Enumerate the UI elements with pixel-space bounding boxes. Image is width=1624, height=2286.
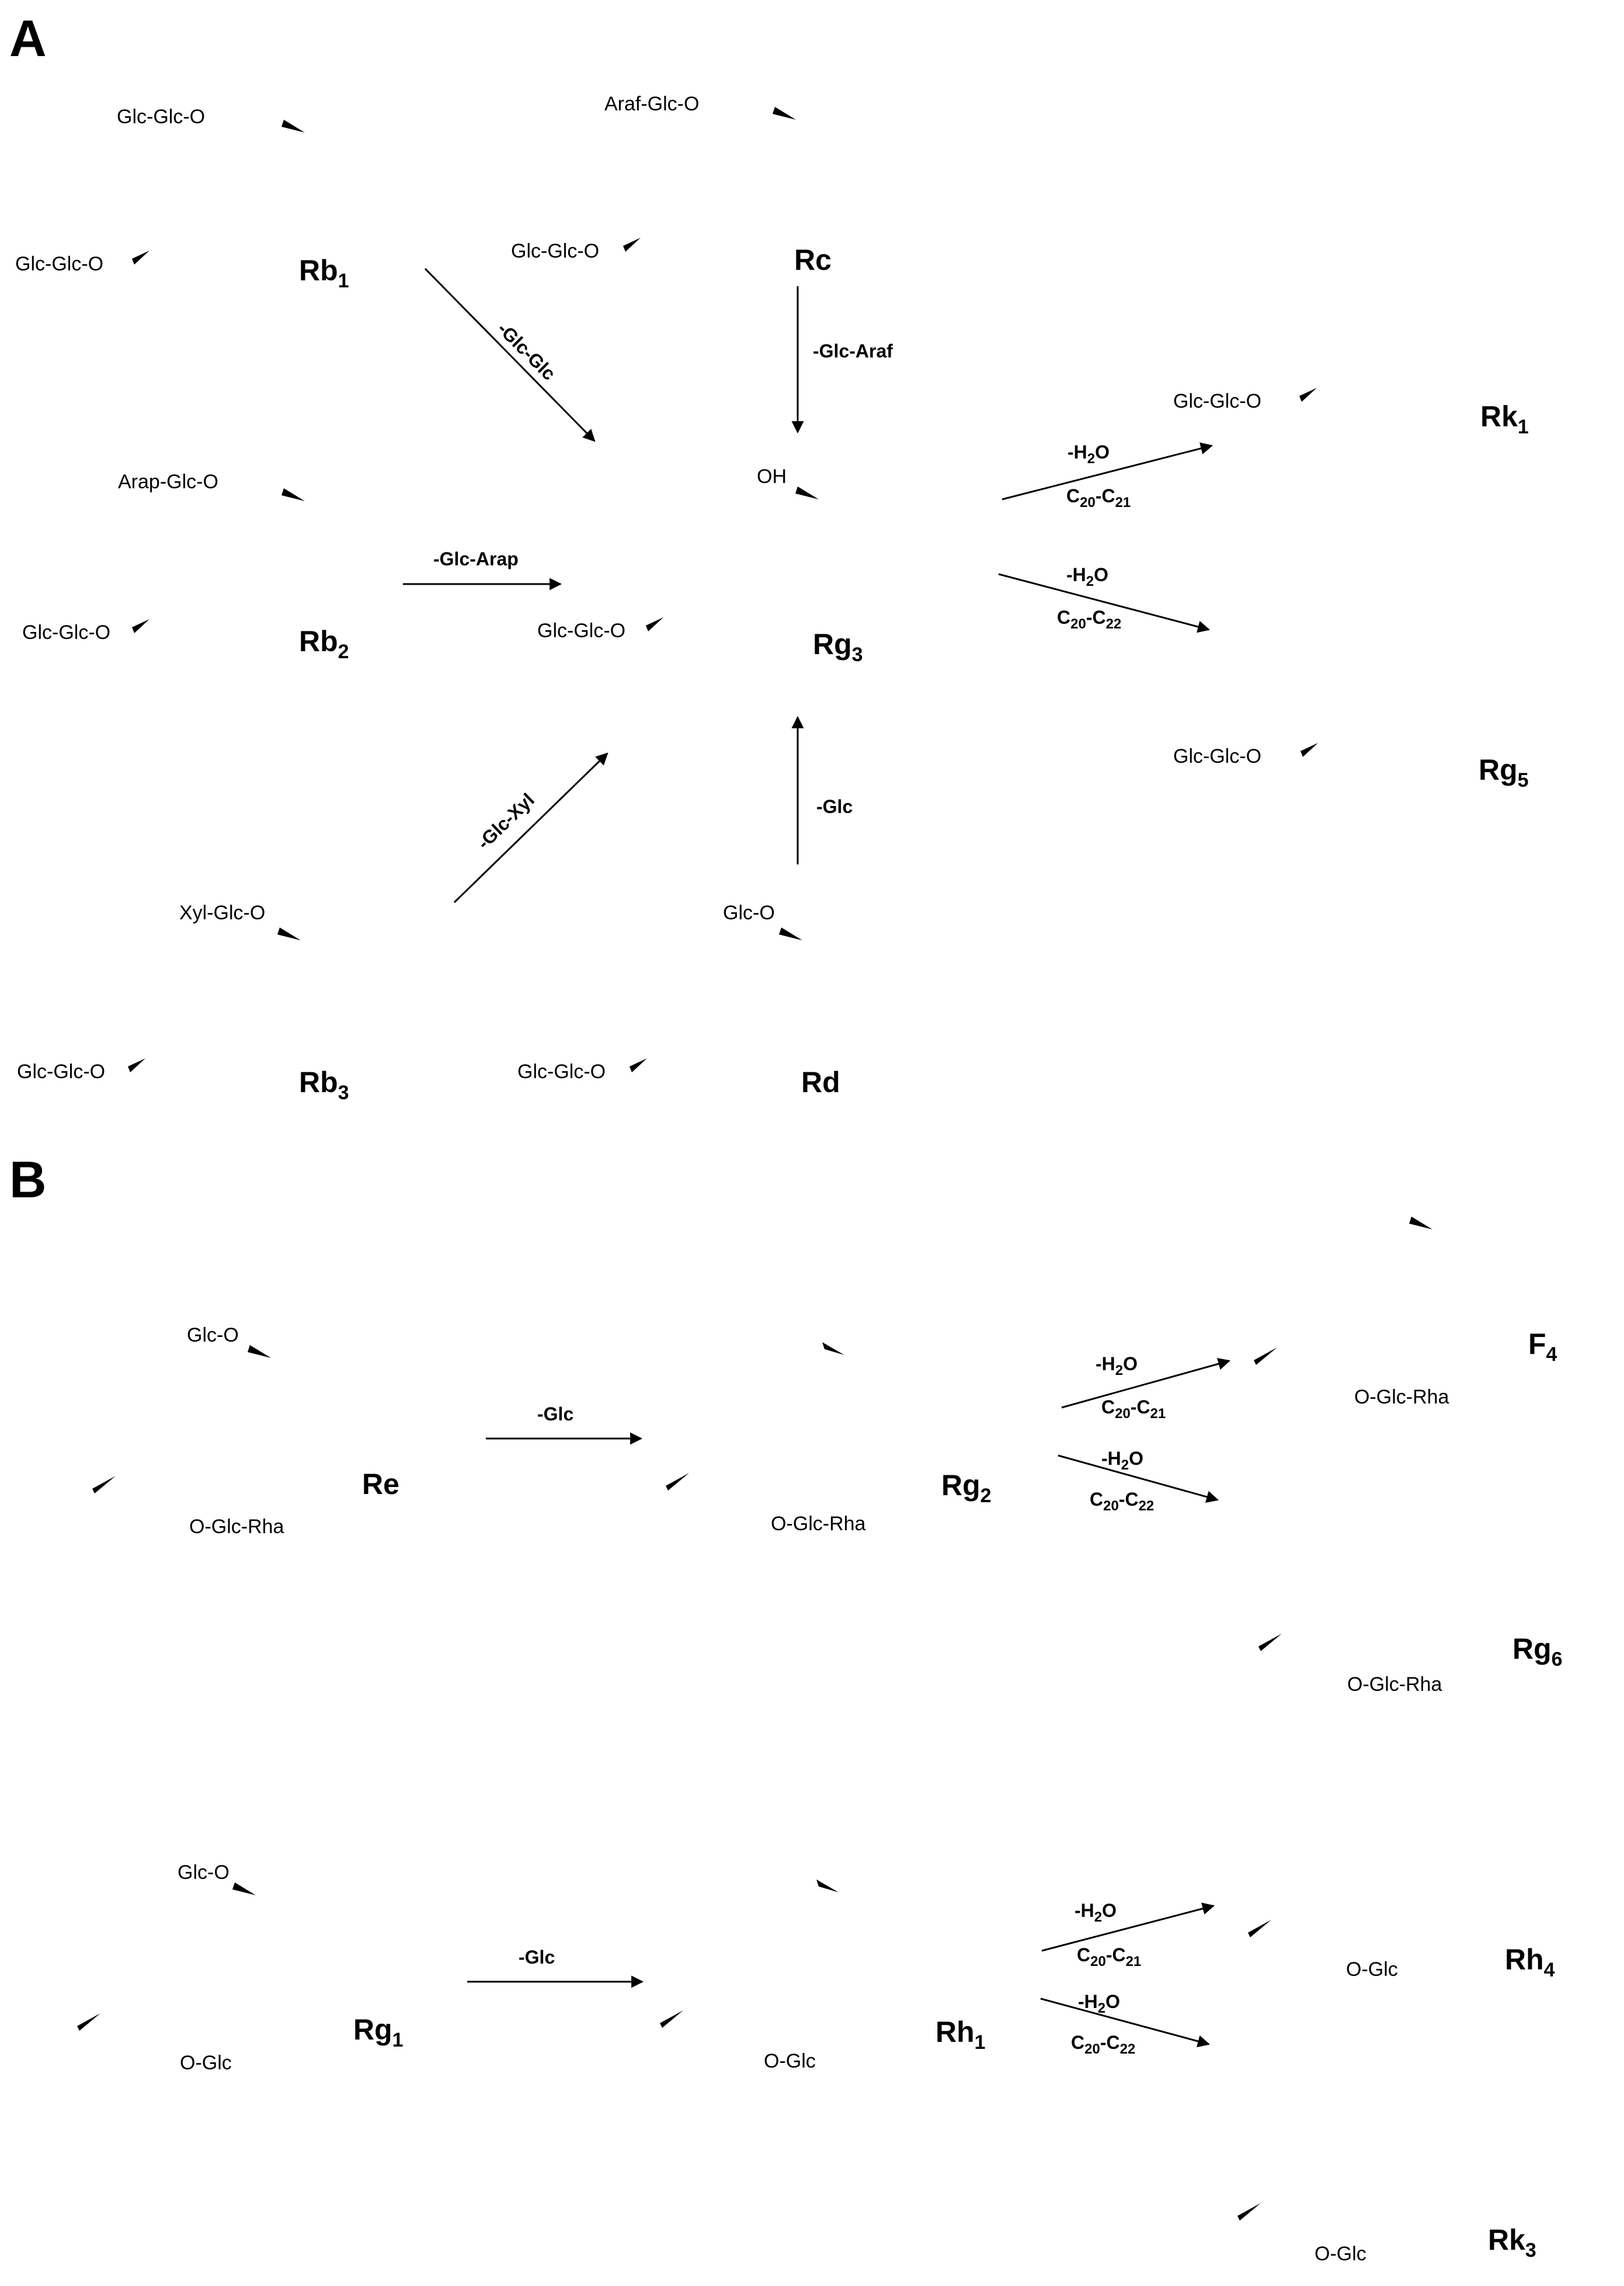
compound-label-rb1: Rb1	[299, 254, 349, 292]
reaction-label-re-rg2: -Glc	[537, 1403, 573, 1425]
compound-rc: Araf-Glc-O Glc-Glc-O	[511, 93, 919, 277]
rb2-top-group: Arap-Glc-O	[118, 471, 218, 493]
compound-label-rg2: Rg2	[941, 1469, 992, 1507]
rg1-c6-group: O-Glc	[180, 2052, 232, 2074]
reaction-label-rb3-rg3: -Glc-Xyl	[473, 789, 538, 853]
rc-top-group: Araf-Glc-O	[604, 93, 699, 115]
reaction-label-rg2-rg6-water: -H2O	[1101, 1448, 1143, 1473]
reaction-label-rd-rg3: -Glc	[816, 796, 853, 817]
rb3-top-group: Xyl-Glc-O	[179, 902, 265, 924]
reaction-label-rg3-rg5-water: -H2O	[1066, 564, 1108, 589]
compound-label-rh1: Rh1	[936, 2016, 986, 2054]
compound-label-rb2: Rb2	[299, 625, 349, 663]
rg1-top-group: Glc-O	[178, 1861, 229, 1884]
reaction-label-rb2-rg3: -Glc-Arap	[433, 548, 519, 569]
compound-f4: O-Glc-Rha	[1254, 1205, 1555, 1408]
compound-label-rg5: Rg5	[1479, 753, 1529, 791]
reaction-label-rg3-rk1-bond: C20-C21	[1066, 485, 1131, 510]
arrow-rh1-rh4	[1041, 1902, 1215, 1952]
reaction-label-rg1-rh1: -Glc	[519, 1947, 555, 1968]
arrow-rg3-rg5	[998, 573, 1211, 633]
compound-rh1: O-Glc	[660, 1865, 961, 2072]
compound-label-rk1: Rk1	[1480, 400, 1529, 438]
compound-rg5: Glc-Glc-O	[1173, 610, 1590, 783]
compound-label-rg6: Rg6	[1512, 1632, 1563, 1670]
rk3-c6-group: O-Glc	[1314, 2243, 1366, 2265]
reaction-label-rb1-rg3: -Glc-Glc	[493, 318, 559, 384]
rh1-c6-group: O-Glc	[764, 2050, 816, 2072]
compound-rh4: O-Glc	[1248, 1787, 1543, 1981]
rb1-c3-group: Glc-Glc-O	[15, 253, 103, 275]
compound-rk1: Glc-Glc-O	[1173, 243, 1595, 428]
reaction-label-rc-rg3: -Glc-Araf	[813, 341, 893, 362]
rg6-c6-group: O-Glc-Rha	[1347, 1673, 1442, 1696]
f4-c6-group: O-Glc-Rha	[1354, 1386, 1449, 1408]
compound-label-rd: Rd	[801, 1066, 840, 1099]
compound-rg2: O-Glc-Rha	[666, 1328, 967, 1535]
compound-label-rg3: Rg3	[813, 628, 863, 666]
rk1-c3-group: Glc-Glc-O	[1173, 390, 1261, 412]
compound-rg1: Glc-O O-Glc	[77, 1861, 378, 2074]
compound-label-re: Re	[362, 1468, 399, 1500]
arrow-rg2-rg6	[1058, 1454, 1219, 1503]
compound-rd: Glc-O Glc-Glc-O	[517, 902, 925, 1098]
compound-re: Glc-O O-Glc-Rha	[92, 1324, 394, 1538]
compound-label-rh4: Rh4	[1505, 1943, 1555, 1981]
reaction-label-rg3-rg5-bond: C20-C22	[1057, 607, 1121, 632]
reaction-label-rh1-rh4-bond: C20-C21	[1077, 1944, 1141, 1969]
rd-c3-group: Glc-Glc-O	[517, 1061, 606, 1083]
arrow-rb3-rg3	[453, 752, 608, 904]
reaction-label-rg2-f4-water: -H2O	[1096, 1353, 1138, 1378]
rb2-c3-group: Glc-Glc-O	[22, 621, 110, 644]
arrow-rg3-rk1	[1001, 442, 1213, 501]
compound-rg3: OH Glc-Glc-O	[537, 465, 941, 657]
rg5-c3-group: Glc-Glc-O	[1173, 745, 1261, 767]
compound-rb2: Arap-Glc-O Glc-Glc-O	[22, 471, 427, 659]
rh4-c6-group: O-Glc	[1346, 1958, 1398, 1981]
compound-rg6: O-Glc-Rha	[1258, 1489, 1560, 1696]
reaction-label-rh1-rk3-water: -H2O	[1078, 1991, 1120, 2016]
compound-rb3: Xyl-Glc-O Glc-Glc-O	[17, 902, 423, 1098]
reaction-label-rg2-f4-bond: C20-C21	[1101, 1396, 1166, 1422]
arrow-rh1-rk3	[1040, 1997, 1211, 2048]
rg2-c6-group: O-Glc-Rha	[771, 1513, 866, 1535]
re-c6-group: O-Glc-Rha	[189, 1516, 284, 1538]
compound-label-rc: Rc	[794, 244, 832, 276]
panel-label-b: B	[9, 1151, 47, 1208]
compound-label-rg1: Rg1	[353, 2013, 404, 2051]
compound-label-rk3: Rk3	[1488, 2224, 1536, 2261]
compound-label-rb3: Rb3	[299, 1066, 349, 1104]
rd-top-group: Glc-O	[723, 902, 775, 924]
re-top-group: Glc-O	[187, 1324, 239, 1346]
rg3-top-group: OH	[757, 465, 787, 488]
reaction-label-rh1-rk3-bond: C20-C22	[1071, 2032, 1135, 2057]
panel-label-a: A	[9, 9, 47, 67]
compound-label-f4: F4	[1528, 1328, 1557, 1366]
compound-rk3: O-Glc	[1237, 2058, 1539, 2265]
reaction-label-rg2-rg6-bond: C20-C22	[1090, 1489, 1154, 1514]
arrow-rg2-f4	[1061, 1357, 1231, 1409]
rc-c3-group: Glc-Glc-O	[511, 240, 599, 262]
reaction-label-rg3-rk1-water: -H2O	[1067, 442, 1110, 467]
arrow-rb1-rg3	[424, 267, 596, 442]
reaction-label-rh1-rh4-water: -H2O	[1074, 1900, 1117, 1925]
rg3-c3-group: Glc-Glc-O	[537, 620, 625, 642]
rb1-top-group: Glc-Glc-O	[117, 106, 205, 128]
rb3-c3-group: Glc-Glc-O	[17, 1061, 105, 1083]
compound-rb1: Glc-Glc-O Glc-Glc-O	[15, 106, 427, 290]
